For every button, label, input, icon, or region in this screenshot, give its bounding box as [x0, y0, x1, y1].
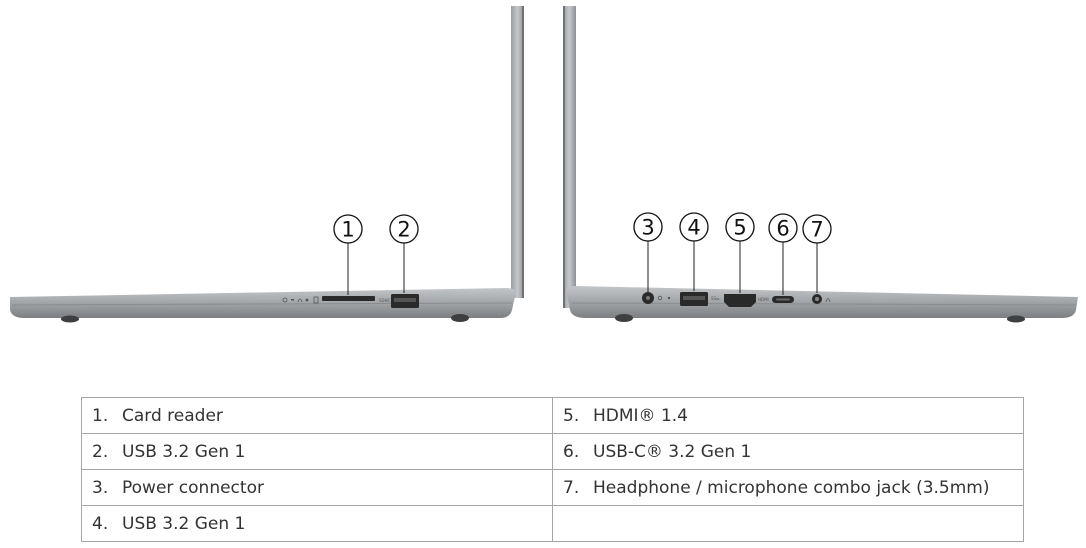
right-laptop-foot-front: [1007, 315, 1025, 323]
right-usb-marking: SS⇋: [711, 296, 720, 301]
port-label: USB-C® 3.2 Gen 1: [593, 441, 752, 462]
port-cell: 1. Card reader: [81, 397, 553, 434]
port-cell: 5. HDMI® 1.4: [552, 397, 1024, 434]
right-laptop-lid: [563, 6, 576, 308]
left-laptop-base: [10, 288, 516, 318]
port-cell: 4. USB 3.2 Gen 1: [81, 505, 553, 542]
callout-1-label: 1: [341, 218, 354, 242]
port-number: 5.: [563, 405, 580, 426]
port-number: 4.: [92, 513, 109, 534]
card-reader-marking: SDHC: [379, 298, 391, 303]
table-row: 3. Power connector 7. Headphone / micropho…: [81, 469, 1024, 506]
port-label: Card reader: [122, 405, 223, 426]
callout-5-label: 5: [733, 216, 746, 240]
laptop-side-views-illustration: SDHC 1 2 SS⇋ HD: [10, 6, 1078, 323]
callout-6: 6: [768, 213, 798, 243]
callout-6-label: 6: [776, 217, 789, 241]
port-cell: 3. Power connector: [81, 469, 553, 506]
callout-7: 7: [802, 214, 832, 244]
callout-3-label: 3: [641, 216, 654, 240]
right-laptop-base: [566, 286, 1078, 318]
callout-5: 5: [725, 212, 755, 242]
port-cell: 2. USB 3.2 Gen 1: [81, 433, 553, 470]
port-cell: 7. Headphone / microphone combo jack (3.5…: [552, 469, 1024, 506]
ports-table: 1. Card reader 5. HDMI® 1.4 2. USB 3.2 Gen …: [81, 397, 1024, 542]
port-number: 7.: [563, 477, 580, 498]
card-reader-slot: [322, 296, 375, 301]
callout-1: 1: [333, 214, 363, 244]
callout-4: 4: [679, 212, 709, 242]
right-laptop-foot-back: [615, 314, 633, 322]
left-laptop-foot-front: [61, 315, 79, 323]
left-side-laptop: SDHC 1 2: [10, 6, 524, 323]
left-indicator-icons: [282, 296, 319, 304]
table-row: 2. USB 3.2 Gen 1 6. USB-C® 3.2 Gen 1: [81, 433, 1024, 470]
port-label: USB 3.2 Gen 1: [122, 513, 246, 534]
port-cell: 6. USB-C® 3.2 Gen 1: [552, 433, 1024, 470]
hdmi-marking: HDMI: [758, 297, 769, 302]
port-number: 2.: [92, 441, 109, 462]
port-number: 1.: [92, 405, 109, 426]
left-laptop-lid: [511, 6, 524, 298]
port-label: USB 3.2 Gen 1: [122, 441, 246, 462]
right-side-laptop: SS⇋ HDMI 3 4 5 6: [563, 6, 1078, 323]
port-label: HDMI® 1.4: [593, 405, 688, 426]
left-laptop-foot-back: [451, 314, 469, 322]
hdmi-port: [724, 294, 756, 307]
callout-2: 2: [389, 214, 419, 244]
table-row: 4. USB 3.2 Gen 1: [81, 505, 1024, 542]
callout-7-label: 7: [810, 218, 823, 242]
callout-4-label: 4: [687, 216, 700, 240]
port-label: Headphone / microphone combo jack (3.5mm…: [593, 477, 990, 498]
table-row: 1. Card reader 5. HDMI® 1.4: [81, 397, 1024, 434]
empty-cell: [552, 505, 1024, 542]
callout-2-label: 2: [397, 218, 410, 242]
callout-3: 3: [633, 212, 663, 242]
port-number: 3.: [92, 477, 109, 498]
port-number: 6.: [563, 441, 580, 462]
port-label: Power connector: [122, 477, 264, 498]
